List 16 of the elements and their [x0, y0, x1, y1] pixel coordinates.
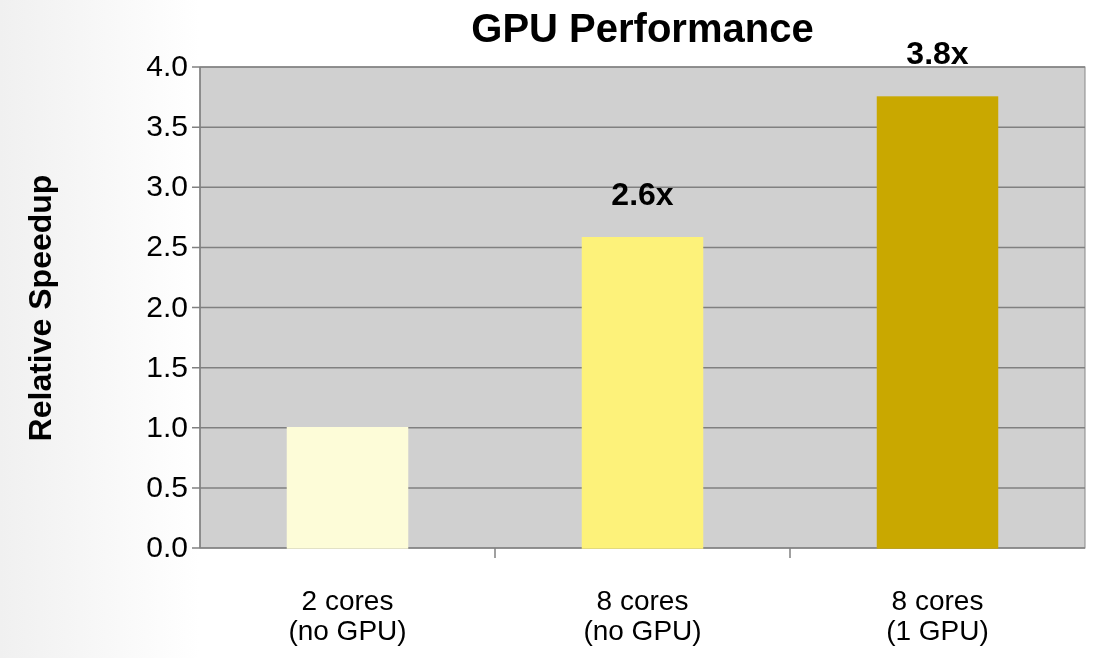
tick-label: 3.0: [146, 169, 188, 204]
tick-label: 1.0: [146, 409, 188, 444]
tick-label: 1.5: [146, 349, 188, 384]
category-label: 8 cores (1 GPU): [885, 586, 990, 646]
tick-label: 3.5: [146, 109, 188, 144]
category-label: 8 cores (no GPU): [582, 586, 703, 646]
value-label: 2.6x: [610, 175, 675, 213]
category-label: 2 cores (no GPU): [287, 586, 408, 646]
chart-title: GPU Performance: [470, 6, 815, 51]
tick-label: 4.0: [146, 49, 188, 83]
tick-label: 0.0: [146, 530, 188, 564]
value-label: 3.8x: [905, 35, 970, 73]
tick-label: 2.5: [146, 229, 188, 264]
tick-label: 2.0: [146, 289, 188, 324]
tick-label: 0.5: [146, 469, 188, 504]
axis-label: Relative Speedup: [21, 174, 59, 441]
